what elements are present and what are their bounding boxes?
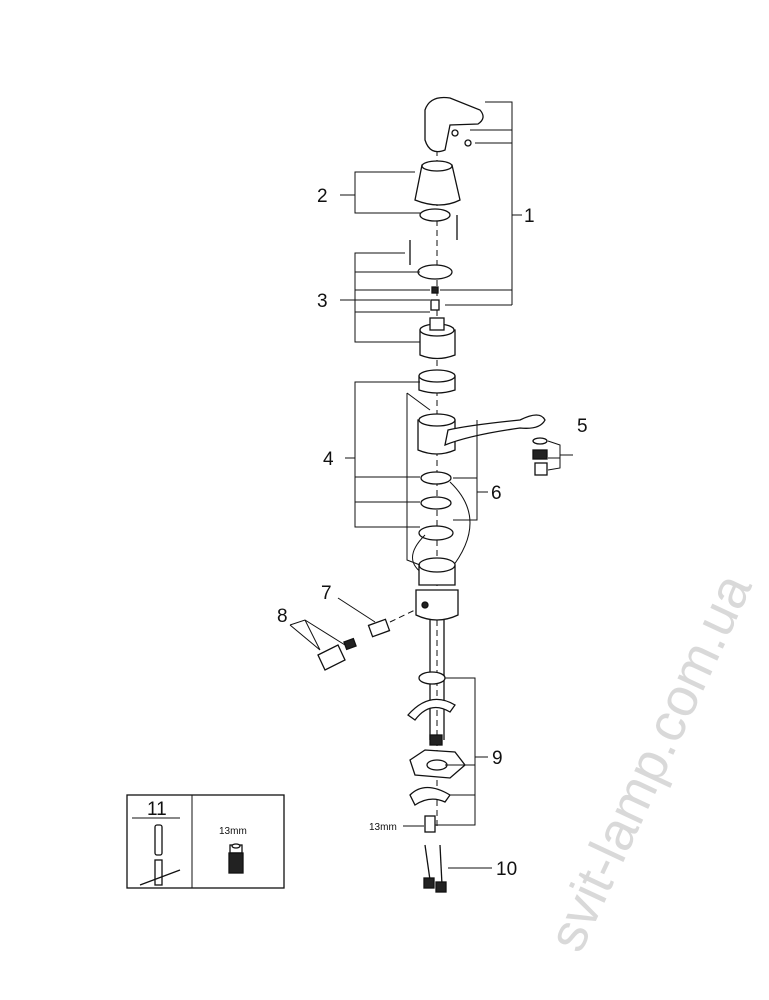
tap-body xyxy=(415,557,459,621)
diverter-button xyxy=(317,609,416,671)
cap xyxy=(414,160,461,222)
aerator xyxy=(532,437,548,476)
callout-5: 5 xyxy=(577,416,588,437)
callout-9: 9 xyxy=(492,748,503,769)
watermark: svit-lamp.com.ua xyxy=(536,564,763,960)
tool-box: 11 13mm xyxy=(126,794,285,889)
leader-lines xyxy=(289,101,573,869)
cartridge xyxy=(419,317,456,360)
wrench-size-label: 13mm xyxy=(369,822,397,833)
callout-10: 10 xyxy=(496,859,517,880)
o-ring-base xyxy=(418,525,454,541)
callout-4: 4 xyxy=(323,449,334,470)
socket-icon xyxy=(228,843,244,874)
spout-ring xyxy=(418,369,456,394)
socket-size-label: 13mm xyxy=(219,826,247,837)
callout-6: 6 xyxy=(491,483,502,504)
mounting-kit xyxy=(407,671,466,833)
o-ring-upper xyxy=(420,471,452,485)
supply-hoses xyxy=(423,844,447,893)
key-tool-icon xyxy=(139,824,181,886)
lever-handle xyxy=(424,96,484,153)
callout-3: 3 xyxy=(317,291,328,312)
callout-2: 2 xyxy=(317,186,328,207)
leader-arc xyxy=(449,481,471,571)
tool-number: 11 xyxy=(147,799,167,820)
callout-7: 7 xyxy=(321,583,332,604)
callout-8: 8 xyxy=(277,606,288,627)
cartridge-nut xyxy=(417,264,453,311)
o-ring-lower xyxy=(420,496,452,510)
spout xyxy=(417,413,546,455)
callout-1: 1 xyxy=(524,206,535,227)
